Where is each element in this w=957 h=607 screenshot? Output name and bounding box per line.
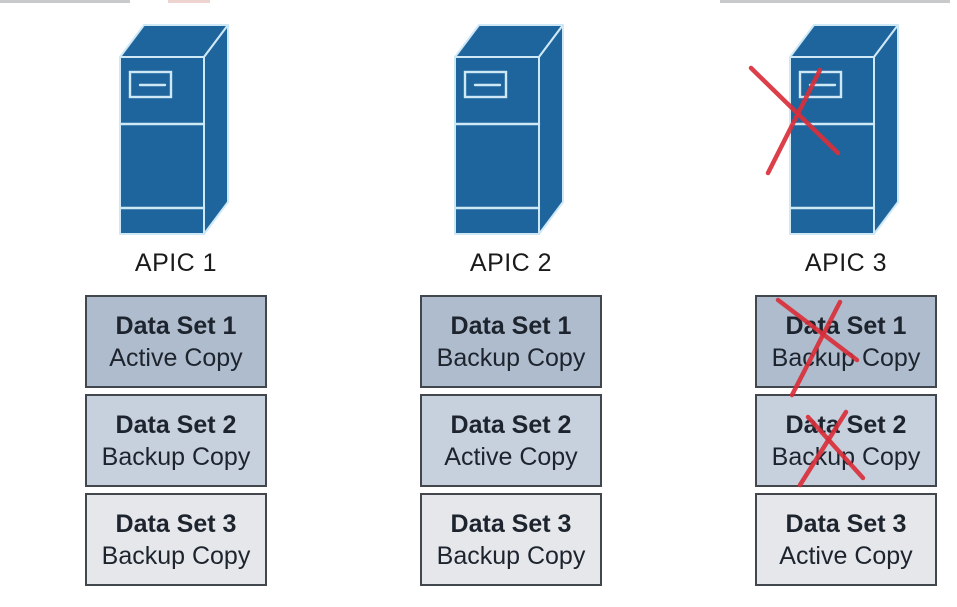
dataset-title: Data Set 3 [115, 509, 237, 538]
apic2-dataset3-box: Data Set 3 Backup Copy [420, 493, 602, 586]
apic1-dataset2-box: Data Set 2 Backup Copy [85, 394, 267, 487]
apic2-server-tower-icon [453, 23, 565, 236]
cropped-content-artifact [168, 0, 210, 3]
dataset-title: Data Set 1 [115, 311, 237, 340]
dataset-title: Data Set 2 [785, 410, 907, 439]
dataset-title: Data Set 3 [785, 509, 907, 538]
dataset-copy-role: Active Copy [779, 541, 913, 570]
dataset-copy-role: Backup Copy [101, 442, 251, 471]
cropped-content-artifact [0, 0, 130, 3]
apic2-column: APIC 2 Data Set 1 Backup Copy Data Set 2… [411, 0, 611, 607]
dataset-copy-role: Backup Copy [101, 541, 251, 570]
dataset-copy-role: Backup Copy [436, 343, 586, 372]
dataset-title: Data Set 1 [785, 311, 907, 340]
apic3-dataset3-box: Data Set 3 Active Copy [755, 493, 937, 586]
apic2-label: APIC 2 [469, 249, 553, 277]
apic1-dataset1-box: Data Set 1 Active Copy [85, 295, 267, 388]
dataset-copy-role: Backup Copy [771, 343, 921, 372]
apic1-dataset3-box: Data Set 3 Backup Copy [85, 493, 267, 586]
apic3-column: APIC 3 Data Set 1 Backup Copy Data Set 2… [746, 0, 946, 607]
apic3-dataset1-box: Data Set 1 Backup Copy [755, 295, 937, 388]
apic1-label: APIC 1 [134, 249, 218, 277]
dataset-title: Data Set 2 [450, 410, 572, 439]
apic2-dataset2-box: Data Set 2 Active Copy [420, 394, 602, 487]
apic1-dataset-boxes: Data Set 1 Active Copy Data Set 2 Backup… [85, 295, 267, 592]
dataset-copy-role: Backup Copy [436, 541, 586, 570]
apic2-dataset1-box: Data Set 1 Backup Copy [420, 295, 602, 388]
cropped-content-artifact [720, 0, 950, 3]
dataset-title: Data Set 2 [115, 410, 237, 439]
dataset-copy-role: Active Copy [109, 343, 243, 372]
apic2-dataset-boxes: Data Set 1 Backup Copy Data Set 2 Active… [420, 295, 602, 592]
dataset-copy-role: Active Copy [444, 442, 578, 471]
apic3-dataset2-box: Data Set 2 Backup Copy [755, 394, 937, 487]
dataset-copy-role: Backup Copy [771, 442, 921, 471]
apic3-label: APIC 3 [804, 249, 888, 277]
dataset-title: Data Set 1 [450, 311, 572, 340]
apic3-server-tower-icon [788, 23, 900, 236]
dataset-title: Data Set 3 [450, 509, 572, 538]
apic3-dataset-boxes: Data Set 1 Backup Copy Data Set 2 Backup… [755, 295, 937, 592]
apic1-server-tower-icon [118, 23, 230, 236]
apic1-column: APIC 1 Data Set 1 Active Copy Data Set 2… [76, 0, 276, 607]
